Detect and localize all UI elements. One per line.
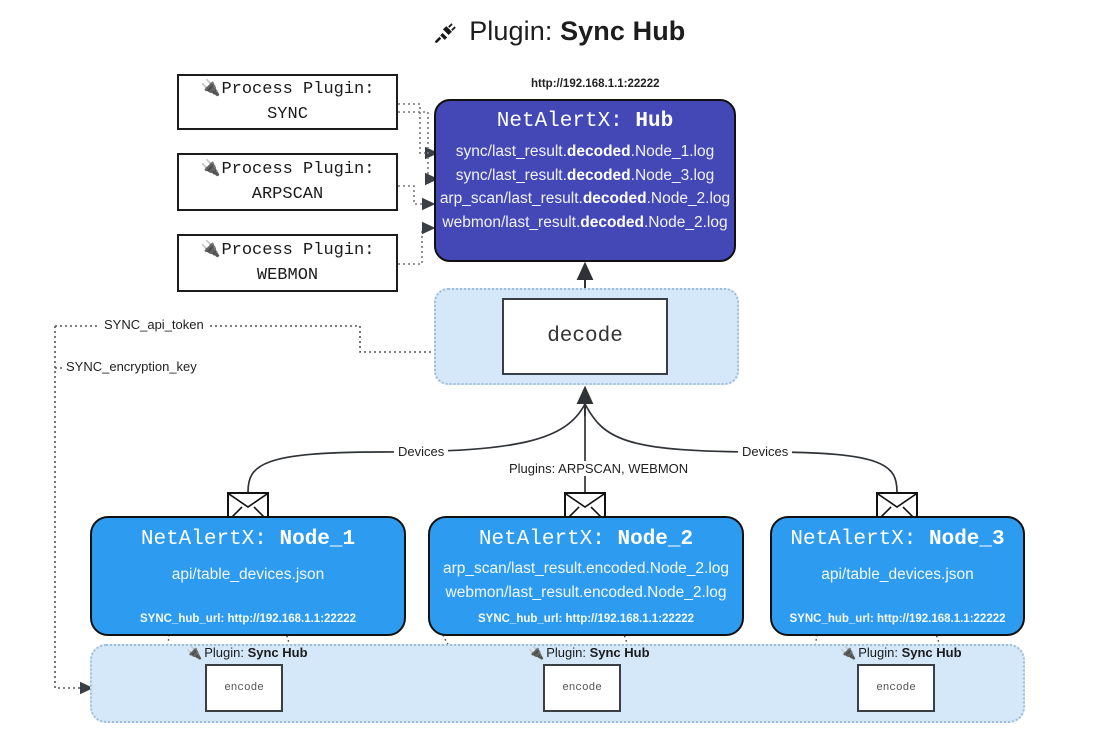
node-1-title: NetAlertX: Node_1 bbox=[140, 528, 356, 551]
node-1-file: api/table_devices.json bbox=[171, 566, 325, 583]
encode-box-node-3[interactable]: encode bbox=[857, 664, 935, 712]
process-plugin-webmon-name: WEBMON bbox=[256, 266, 319, 285]
node-2-file: arp_scan/last_result.encoded.Node_2.log bbox=[442, 560, 730, 577]
node-1-hub-url: SYNC_hub_url: http://192.168.1.1:22222 bbox=[139, 613, 357, 625]
edge-webmon-to-hub-log4 bbox=[398, 221, 436, 265]
plug-icon: 🔌 bbox=[186, 645, 203, 660]
process-plugin-arpscan-name: ARPSCAN bbox=[251, 185, 324, 204]
node-box-node-3[interactable]: NetAlertX: Node_3 api/table_devices.json… bbox=[770, 516, 1025, 636]
label-sync-api-token: SYNC_api_token bbox=[100, 317, 208, 332]
plug-icon: 🔌 bbox=[200, 239, 221, 259]
encode-box-node-1[interactable]: encode bbox=[205, 664, 283, 712]
process-plugin-webmon-label: 🔌Process Plugin: bbox=[200, 239, 375, 261]
plug-icon: 🔌 bbox=[840, 645, 857, 660]
label-plugins-center: Plugins: ARPSCAN, WEBMON bbox=[505, 461, 693, 476]
hub-log-line: arp_scan/last_result.decoded.Node_2.log bbox=[439, 190, 731, 208]
page-title: Plugin: Sync Hub bbox=[0, 16, 1117, 47]
edge-sync-to-hub-log1 bbox=[398, 103, 439, 160]
node-2-hub-url: SYNC_hub_url: http://192.168.1.1:22222 bbox=[477, 613, 695, 625]
node-3-title: NetAlertX: Node_3 bbox=[790, 528, 1005, 551]
label-sync-encryption-key: SYNC_encryption_key bbox=[62, 359, 201, 374]
node-2-title: NetAlertX: Node_2 bbox=[478, 528, 694, 551]
hub-log-list: sync/last_result.decoded.Node_1.log sync… bbox=[436, 140, 734, 234]
label-devices-right: Devices bbox=[738, 444, 793, 459]
process-plugin-arpscan-label: 🔌Process Plugin: bbox=[200, 158, 375, 180]
node-3-plugin-caption: 🔌Plugin: Sync Hub bbox=[840, 645, 962, 660]
process-plugin-sync-name: SYNC bbox=[267, 105, 308, 124]
process-plugin-box-arpscan[interactable]: 🔌Process Plugin: ARPSCAN bbox=[177, 153, 398, 211]
node-3-hub-url: SYNC_hub_url: http://192.168.1.1:22222 bbox=[789, 613, 1006, 625]
node-2-plugin-caption: 🔌Plugin: Sync Hub bbox=[528, 645, 650, 660]
process-plugin-sync-label: 🔌Process Plugin: bbox=[200, 78, 375, 100]
hub-node[interactable]: NetAlertX: Hub sync/last_result.decoded.… bbox=[434, 99, 736, 262]
decode-box[interactable]: decode bbox=[502, 298, 668, 375]
plug-icon: 🔌 bbox=[200, 78, 221, 98]
node-3-file: api/table_devices.json bbox=[821, 566, 974, 583]
node-1-file-list: api/table_devices.json bbox=[92, 563, 404, 587]
process-plugin-box-sync[interactable]: 🔌Process Plugin: SYNC bbox=[177, 74, 398, 130]
plug-icon: 🔌 bbox=[528, 645, 545, 660]
node-2-file-list: arp_scan/last_result.encoded.Node_2.log … bbox=[430, 557, 742, 605]
page-title-prefix: Plugin: bbox=[469, 16, 553, 46]
encode-box-node-2[interactable]: encode bbox=[543, 664, 621, 712]
plug-icon: 🔌 bbox=[200, 158, 221, 178]
edge-arpscan-to-hub-log3 bbox=[398, 185, 436, 211]
hub-log-line: webmon/last_result.decoded.Node_2.log bbox=[442, 213, 728, 231]
plug-icon bbox=[432, 20, 458, 49]
process-plugin-box-webmon[interactable]: 🔌Process Plugin: WEBMON bbox=[177, 234, 398, 292]
hub-log-line: sync/last_result.decoded.Node_3.log bbox=[455, 166, 715, 184]
page-title-name: Sync Hub bbox=[560, 16, 686, 46]
edge-sync-to-hub-log2 bbox=[398, 111, 439, 186]
hub-title: NetAlertX: Hub bbox=[496, 110, 674, 133]
hub-url: http://192.168.1.1:22222 bbox=[531, 78, 660, 90]
node-1-plugin-caption: 🔌Plugin: Sync Hub bbox=[186, 645, 308, 660]
edge-encryption-key-trunk bbox=[54, 326, 94, 695]
label-devices-left: Devices bbox=[394, 444, 449, 459]
hub-log-line: sync/last_result.decoded.Node_1.log bbox=[455, 143, 715, 160]
node-2-file: webmon/last_result.encoded.Node_2.log bbox=[445, 584, 727, 602]
node-box-node-1[interactable]: NetAlertX: Node_1 api/table_devices.json… bbox=[90, 516, 406, 636]
node-box-node-2[interactable]: NetAlertX: Node_2 arp_scan/last_result.e… bbox=[428, 516, 744, 636]
node-3-file-list: api/table_devices.json bbox=[772, 563, 1023, 587]
